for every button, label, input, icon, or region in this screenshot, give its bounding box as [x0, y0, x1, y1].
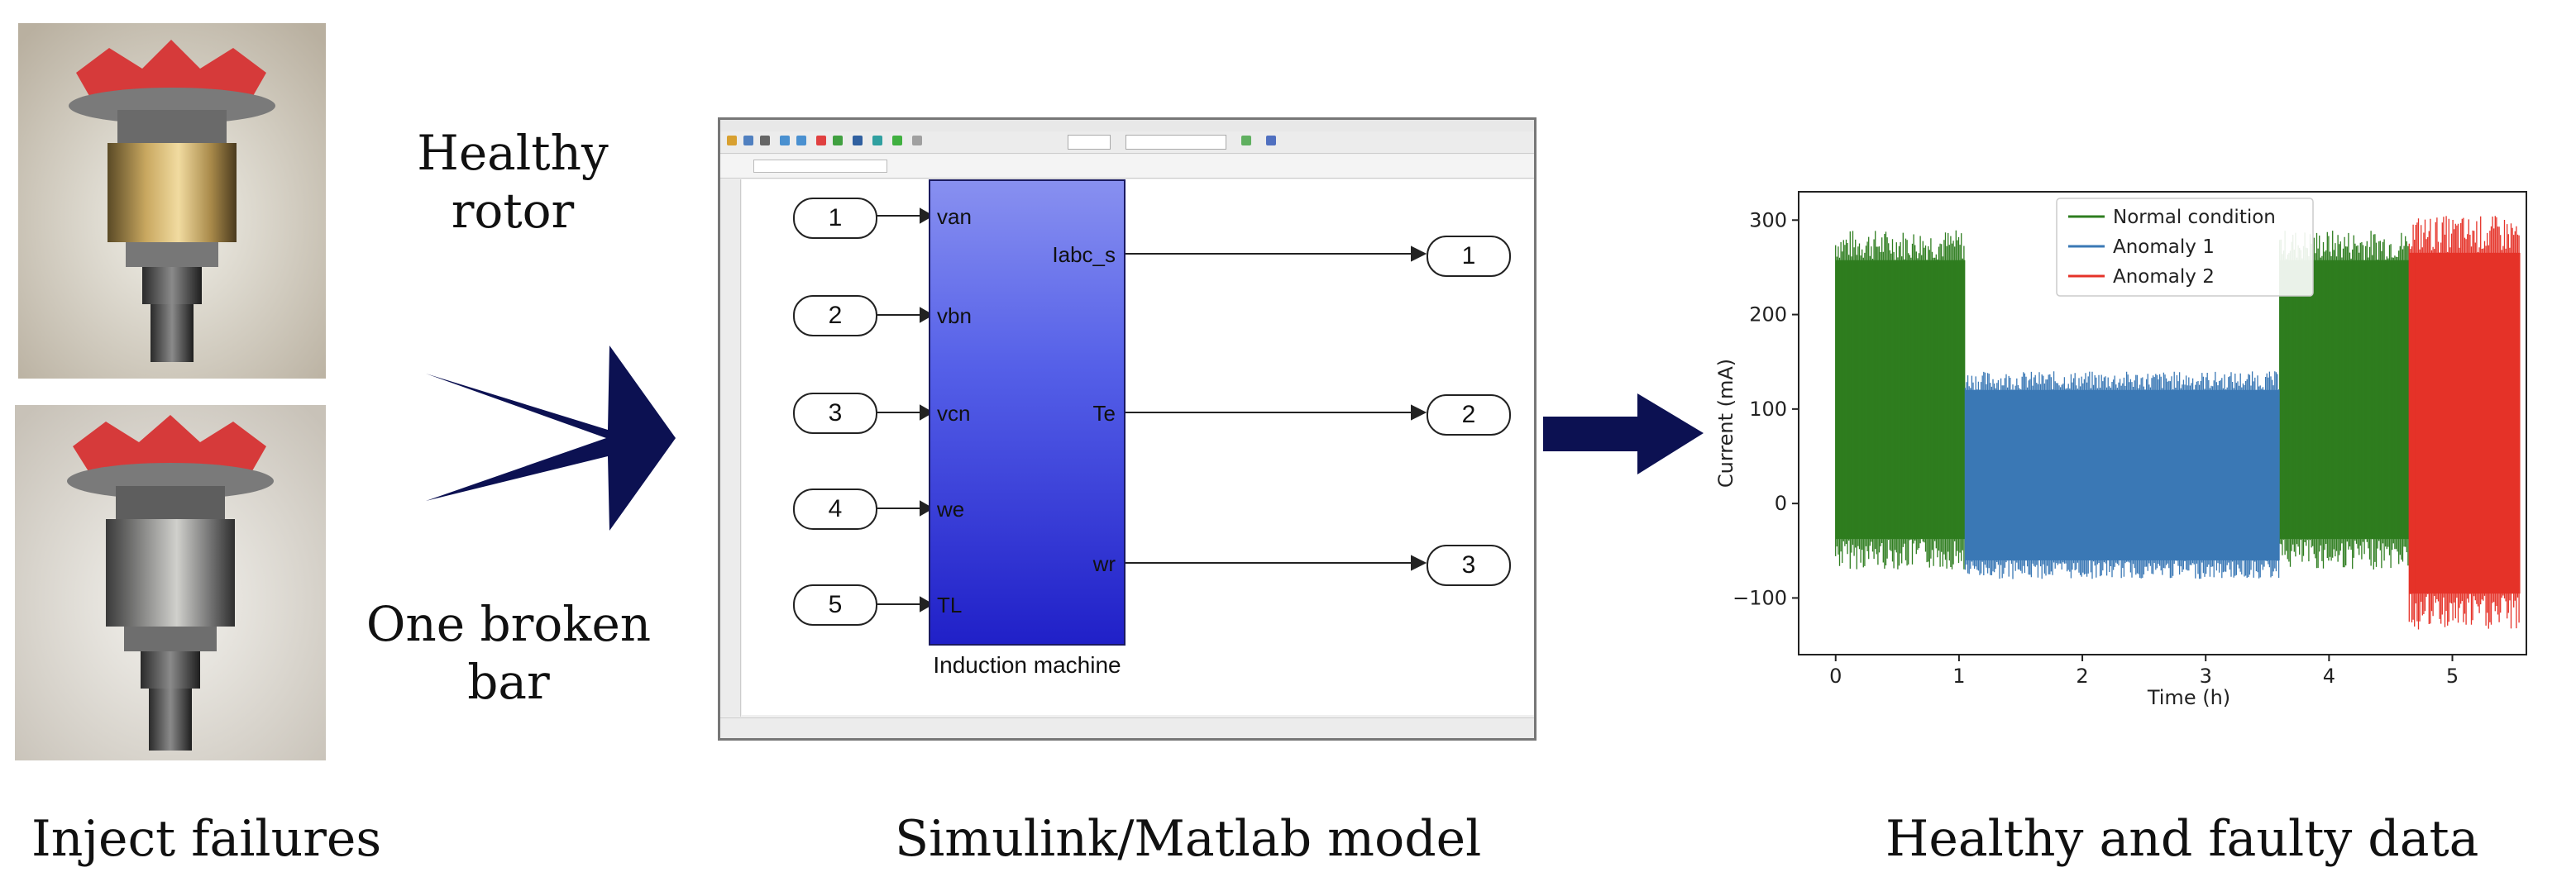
- status-bar: [720, 717, 1534, 738]
- healthy-rotor-label: Healthy rotor: [417, 125, 609, 239]
- y-axis-label: Current (mA): [1714, 359, 1737, 488]
- outport-2[interactable]: 2: [1427, 394, 1511, 436]
- y-tick-label: 200: [1749, 303, 1787, 326]
- current-chart: 300 200 100 0 −100 0 1 2 3 4 5 Time (h) Current (…: [1714, 191, 2527, 709]
- x-tick-label: 0: [1829, 665, 1842, 688]
- menu-bar: [720, 120, 1534, 131]
- x-tick-label: 3: [2200, 665, 2212, 688]
- block-input-label: TL: [937, 593, 963, 617]
- x-axis-label: Time (h): [2147, 686, 2230, 709]
- block-input-label: we: [937, 497, 965, 522]
- simulink-window: 1 2 3 4 5 van vbn vcn we TL Iabc_s Te wr…: [718, 117, 1537, 741]
- block-output-label: Te: [1092, 401, 1116, 426]
- series-anomaly1-signal: [1964, 371, 2280, 579]
- healthy-rotor-photo: [18, 23, 326, 379]
- inject-failures-caption: Inject failures: [31, 810, 382, 868]
- x-tick-label: 4: [2323, 665, 2335, 688]
- block-input-label: van: [937, 204, 972, 229]
- inport-5[interactable]: 5: [793, 584, 877, 626]
- block-input-label: vbn: [937, 303, 972, 328]
- series-anomaly2-signal: [2408, 216, 2521, 630]
- block-caption: Induction machine: [933, 652, 1121, 678]
- legend-anomaly1-label: Anomaly 1: [2113, 236, 2215, 258]
- arrow-icon: [1543, 393, 1704, 474]
- broken-bar-rotor-photo: [15, 405, 326, 760]
- outport-1[interactable]: 1: [1427, 236, 1511, 277]
- series-normal-signal: [2279, 231, 2410, 570]
- inport-3[interactable]: 3: [793, 393, 877, 434]
- series-normal-signal: [1835, 230, 1966, 570]
- y-tick-label: 300: [1749, 208, 1787, 231]
- palette-sidebar: [720, 179, 741, 717]
- healthy-faulty-data-caption: Healthy and faulty data: [1885, 810, 2479, 868]
- arrow-icon: [426, 346, 676, 531]
- legend-normal-label: Normal condition: [2113, 207, 2276, 228]
- block-input-label: vcn: [937, 401, 971, 426]
- y-tick-label: 0: [1775, 492, 1787, 515]
- inport-4[interactable]: 4: [793, 489, 877, 530]
- y-tick-label: −100: [1732, 586, 1787, 609]
- induction-machine-block[interactable]: van vbn vcn we TL Iabc_s Te wr: [929, 179, 1126, 646]
- x-tick-label: 2: [2076, 665, 2088, 688]
- x-tick-label: 5: [2446, 665, 2459, 688]
- legend-anomaly2-label: Anomaly 2: [2113, 266, 2215, 288]
- broken-bar-label: One broken bar: [366, 596, 652, 710]
- model-canvas: 1 2 3 4 5 van vbn vcn we TL Iabc_s Te wr…: [742, 179, 1534, 715]
- breadcrumb: [720, 155, 1534, 179]
- block-output-label: Iabc_s: [1052, 242, 1116, 267]
- toolbar: [720, 131, 1534, 154]
- outport-3[interactable]: 3: [1427, 545, 1511, 586]
- block-output-label: wr: [1092, 551, 1116, 576]
- inport-1[interactable]: 1: [793, 198, 877, 239]
- simulink-model-caption: Simulink/Matlab model: [895, 810, 1482, 868]
- x-tick-label: 1: [1952, 665, 1965, 688]
- legend: Normal condition Anomaly 1 Anomaly 2: [2056, 198, 2314, 297]
- y-tick-label: 100: [1749, 398, 1787, 421]
- inport-2[interactable]: 2: [793, 295, 877, 336]
